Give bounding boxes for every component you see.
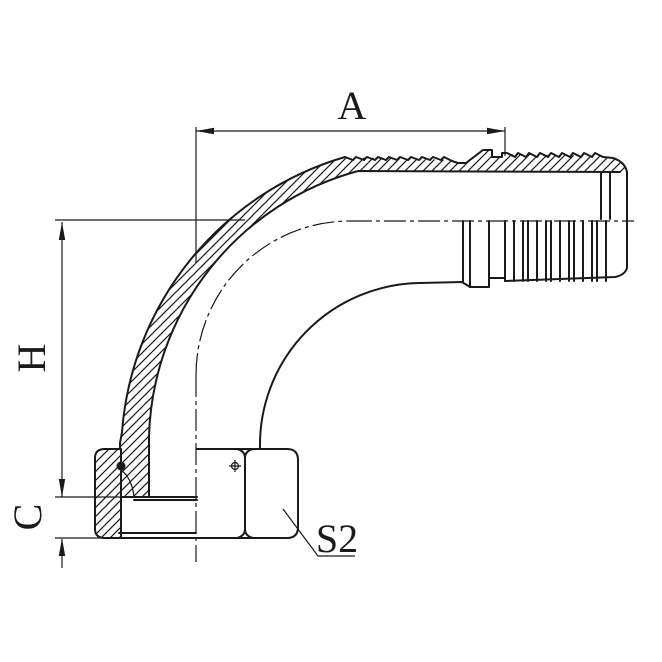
dim-h-arrow-top	[58, 222, 66, 240]
hex-nut	[94, 448, 299, 539]
barb-rib-lines	[462, 220, 607, 288]
elbow-body	[118, 149, 628, 534]
dimension-a: A	[195, 83, 506, 263]
outer-profile	[119, 149, 628, 450]
hose-tail-ribs	[462, 171, 611, 288]
o-ring-dot	[116, 461, 126, 471]
bore-profile	[148, 170, 621, 498]
dim-h-label: H	[9, 344, 54, 373]
shoulder-lines	[120, 496, 198, 501]
dim-a-extension-lines	[195, 127, 506, 263]
s2-leader-line	[282, 508, 355, 557]
tail-end-steps	[600, 171, 611, 220]
dimension-c: C	[5, 504, 106, 568]
s2-callout: S2	[282, 508, 358, 561]
dim-a-arrow-left	[196, 127, 214, 135]
hex-flat-line	[236, 448, 254, 539]
dim-h-extension-lines	[55, 219, 245, 498]
centerlines	[195, 220, 634, 562]
nut-wall-hatch	[95, 449, 121, 538]
s2-label: S2	[316, 516, 358, 561]
dim-c-arrow-bottom	[58, 538, 66, 556]
bend-centerline-arc	[195, 220, 351, 376]
datum-target-icon	[229, 460, 241, 472]
dim-a-arrow-right	[487, 127, 505, 135]
nut-outline	[103, 448, 299, 539]
dim-a-label: A	[338, 83, 367, 128]
dimension-h: H	[9, 219, 245, 498]
section-hatching	[95, 150, 627, 538]
dim-c-label: C	[5, 504, 50, 531]
dim-h-arrow-bottom	[58, 479, 66, 497]
flare-curve	[120, 469, 135, 498]
